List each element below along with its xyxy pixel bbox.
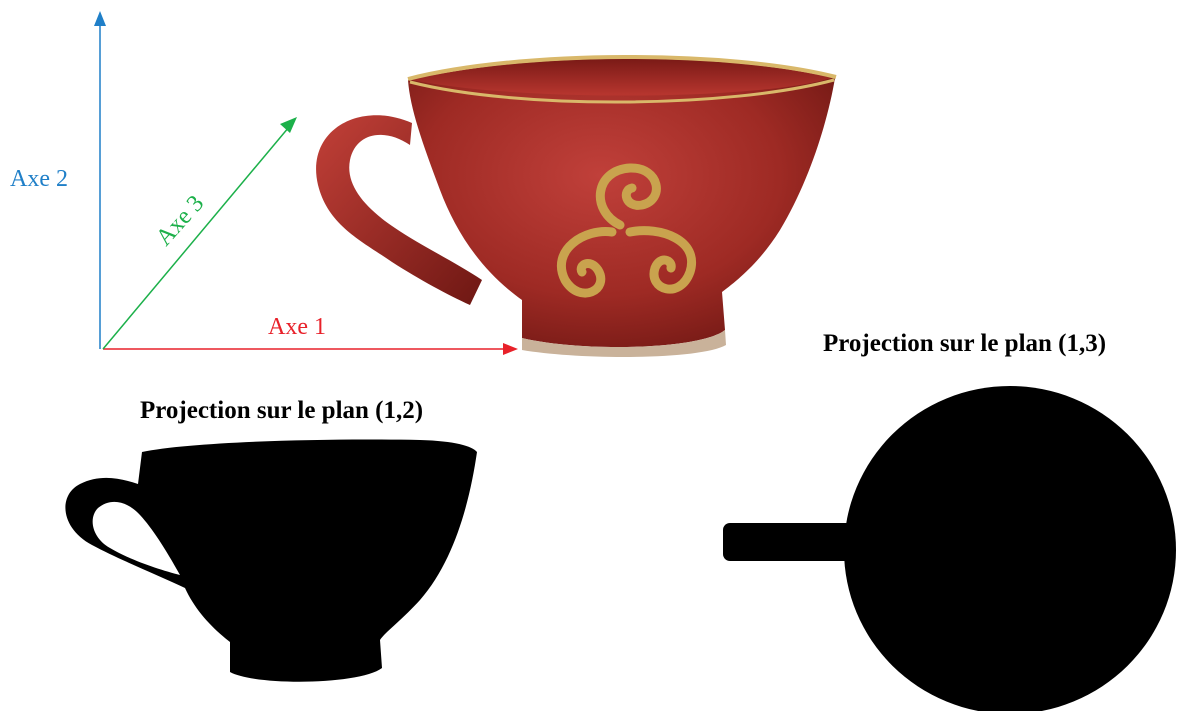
axis-1-label: Axe 1 bbox=[268, 314, 326, 340]
axis-1: Axe 1 bbox=[103, 314, 518, 355]
axis-3-arrowhead bbox=[280, 117, 297, 133]
triskelion-motif bbox=[556, 163, 697, 298]
axis-1-arrowhead bbox=[503, 343, 518, 355]
projection-1-3-circle bbox=[844, 386, 1176, 711]
projection-1-3-handle bbox=[723, 523, 853, 561]
axis-2: Axe 2 bbox=[10, 11, 106, 349]
caption-projection-1-2: Projection sur le plan (1,2) bbox=[140, 397, 423, 424]
caption-projection-1-3: Projection sur le plan (1,3) bbox=[823, 330, 1106, 357]
axis-3-line bbox=[102, 126, 290, 350]
axis-3-label: Axe 3 bbox=[151, 191, 209, 251]
red-cup-image bbox=[316, 55, 837, 357]
cup-interior bbox=[412, 58, 832, 96]
axis-2-label: Axe 2 bbox=[10, 166, 68, 192]
axis-2-arrowhead bbox=[94, 11, 106, 26]
silhouette-projection-1-3 bbox=[723, 386, 1176, 711]
silhouette-projection-1-2 bbox=[65, 439, 477, 682]
cup-body bbox=[408, 60, 835, 348]
cup-rim bbox=[407, 55, 837, 81]
cup-rim-front bbox=[409, 78, 835, 104]
cup-handle bbox=[316, 115, 482, 305]
cup-foot bbox=[522, 330, 726, 357]
